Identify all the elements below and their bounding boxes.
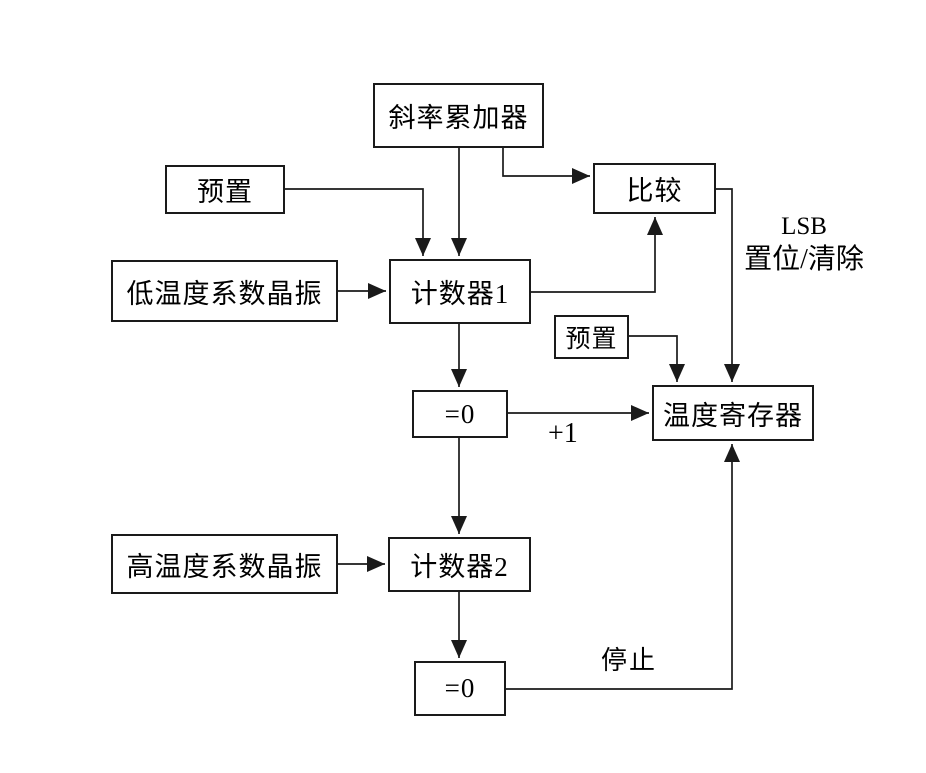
node-equals-zero-2: =0	[414, 661, 506, 716]
node-counter-1: 计数器1	[389, 259, 531, 324]
label-lsb: LSB	[781, 213, 827, 240]
label-stop: 停止	[601, 646, 658, 675]
node-preset-1: 预置	[165, 165, 285, 214]
node-high-temp-coefficient-oscillator: 高温度系数晶振	[111, 534, 338, 594]
label-lsb-set-clear: LSB 置位/清除	[722, 210, 886, 276]
node-equals-zero-1: =0	[412, 390, 508, 438]
node-slope-accumulator: 斜率累加器	[373, 83, 544, 148]
edge-counter1-to-compare	[531, 217, 663, 293]
node-compare: 比较	[593, 163, 716, 214]
edge-preset2-to-tempreg	[629, 335, 685, 382]
node-counter-2: 计数器2	[388, 537, 531, 592]
edge-compare-to-tempreg-lsb	[716, 188, 740, 382]
edge-zero2-to-tempreg-stop	[506, 444, 740, 690]
node-temperature-register: 温度寄存器	[652, 385, 814, 441]
node-low-temp-coefficient-oscillator: 低温度系数晶振	[111, 260, 338, 322]
edge-slope-to-compare	[502, 148, 590, 184]
label-set-clear: 置位/清除	[744, 244, 864, 275]
edge-preset1-to-counter1	[285, 188, 431, 256]
label-increment: +1	[548, 418, 578, 449]
node-preset-2: 预置	[554, 315, 629, 359]
